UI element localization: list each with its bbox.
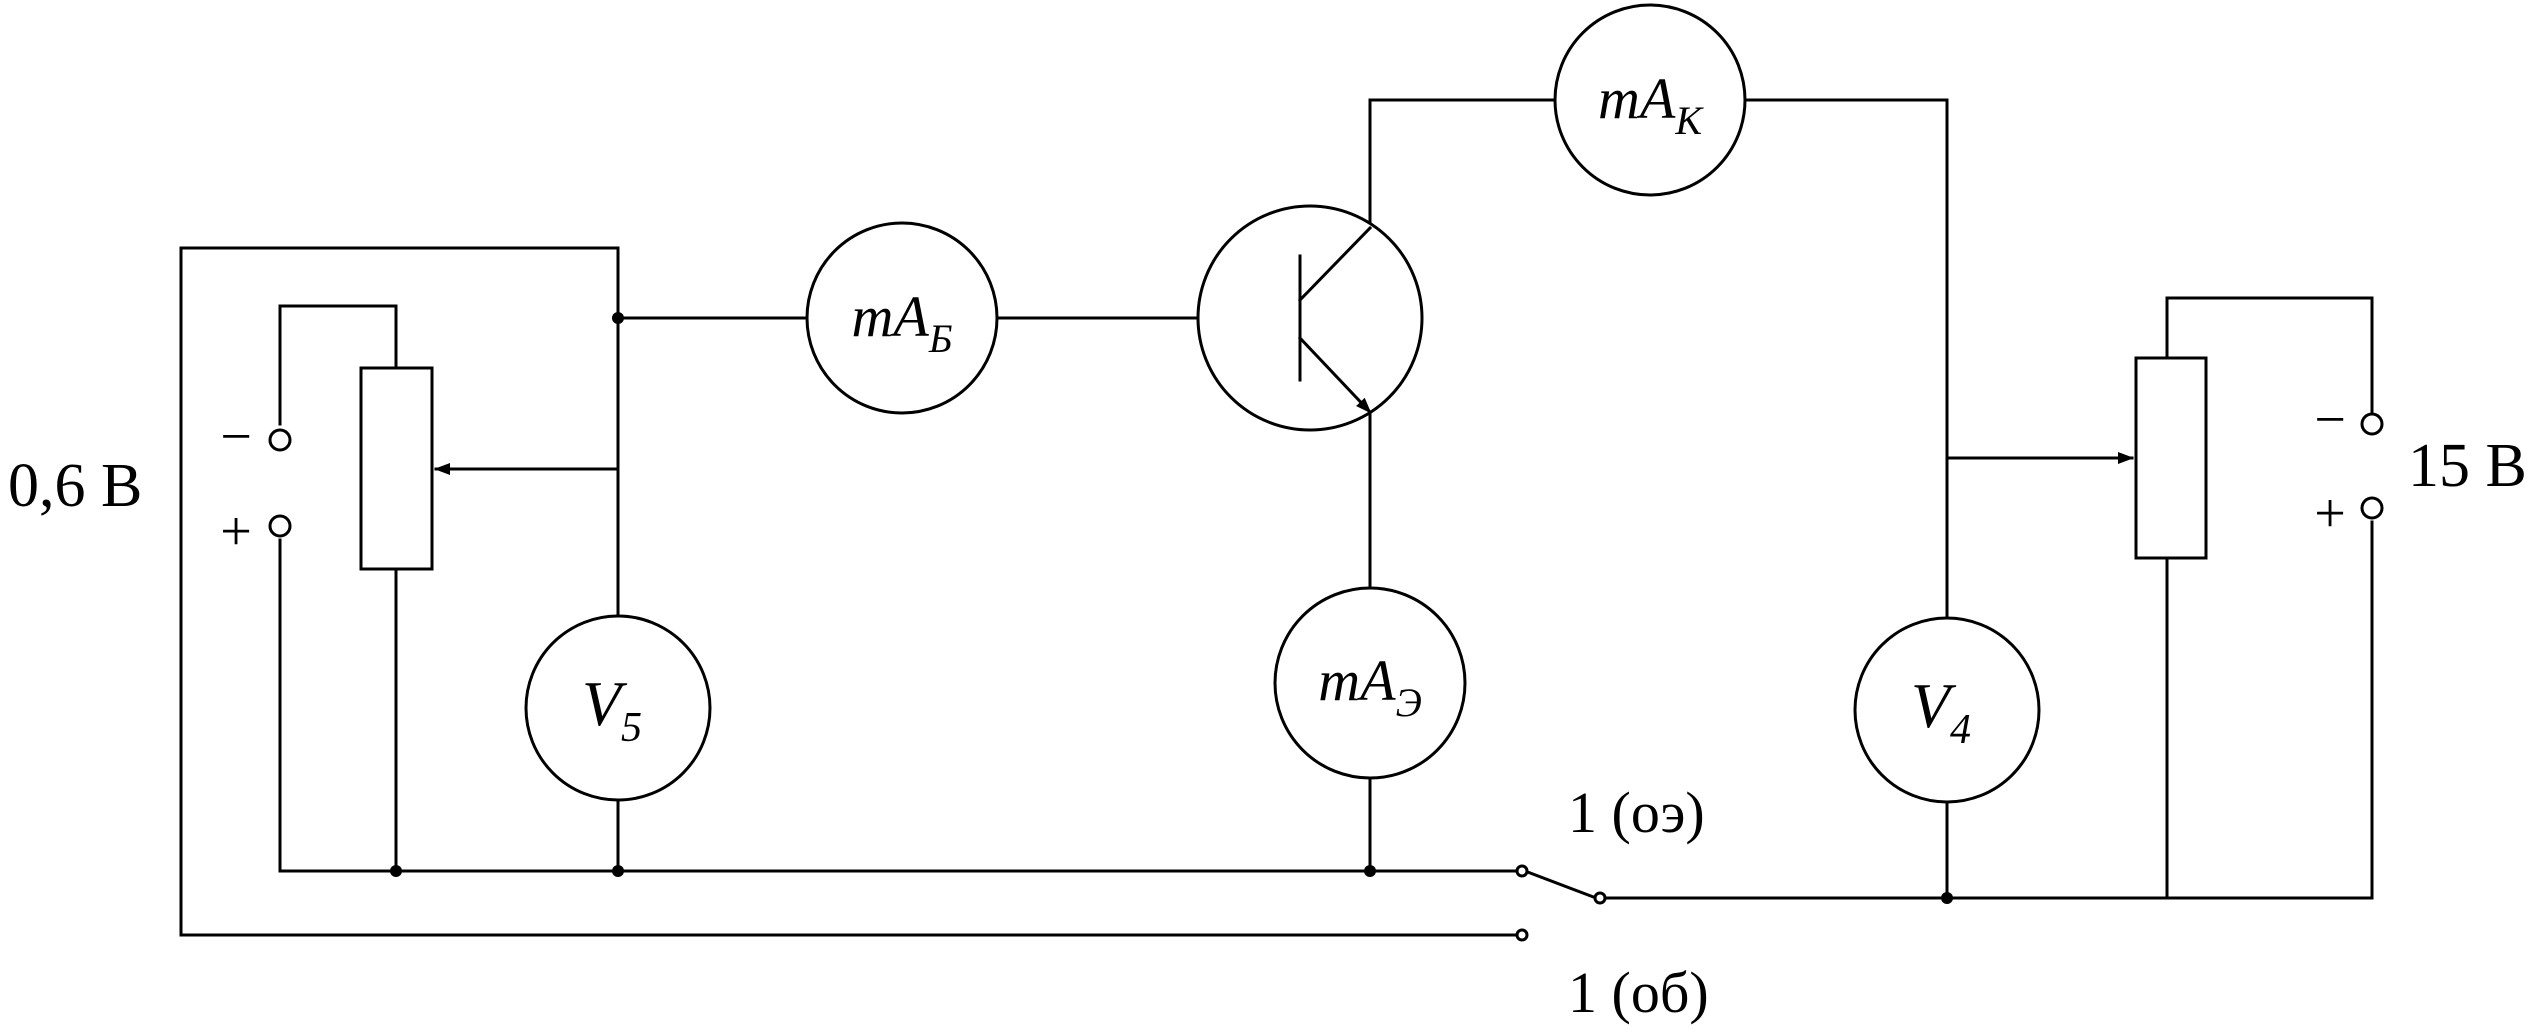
wires [179,98,2374,937]
meter-base-circle [805,221,999,415]
right-source-voltage-label: 15 В [2408,432,2527,500]
junction-emitter-bottom [1364,865,1376,877]
switch-contact-cb [1515,928,1529,942]
meter-base-ma: mAБ [805,221,999,415]
switch-label-cb: 1 (об) [1568,960,1709,1025]
left-minus-sign: − [220,406,252,468]
voltmeter-v4-label: V4 [1911,670,1971,753]
switch-contact-ce [1515,864,1529,878]
transistor-envelope [1196,204,1424,432]
switch-pivot [1593,891,1607,905]
source-terminals [268,412,2384,538]
left-source-plus-terminal [268,514,292,538]
voltmeter-v4: V4 [1853,616,2041,804]
right-plus-sign: + [2314,483,2346,545]
right-minus-sign: − [2314,389,2346,451]
meter-emitter-circle [1273,586,1467,780]
meter-collector-ma: mAК [1553,3,1747,197]
switch-label-ce: 1 (оэ) [1568,780,1705,845]
npn-transistor-icon [1196,204,1424,432]
left-source-voltage-label: 0,6 В [8,452,142,520]
left-source-minus-terminal [268,428,292,452]
wire-outer-loop [179,246,1522,937]
spdt-switch-icon [1515,864,1607,942]
transistor-collector-leg [1297,225,1373,303]
meter-emitter-label: mAЭ [1318,648,1422,725]
wire-switch-blade [1523,869,1598,900]
junction-v5-bottom [612,865,624,877]
voltmeter-v4-circle [1853,616,2041,804]
voltmeter-v5-label: V5 [582,668,642,751]
right-potentiometer-icon [2134,356,2208,560]
junction-v4-bottom [1941,892,1953,904]
right-source-plus-terminal [2360,496,2384,520]
meter-collector-label: mAК [1598,66,1704,143]
wire-right-pot-top [2165,296,2374,417]
junction-dots [390,312,1953,904]
left-potentiometer-icon [359,366,434,571]
left-plus-sign: + [220,501,252,563]
wire-collector-right [1743,98,1949,624]
meter-collector-circle [1553,3,1747,197]
wire-collector-left [1368,98,1557,230]
voltmeter-v5: V5 [524,614,712,802]
right-source-minus-terminal [2360,412,2384,436]
junction-left-pot-bottom [390,865,402,877]
wire-left-pot-top [278,304,398,426]
meter-base-label: mAБ [852,284,953,361]
voltmeter-v5-circle [524,614,712,802]
transistor-emitter-leg [1297,335,1373,415]
meter-emitter-ma: mAЭ [1273,586,1467,780]
junction-base-node [612,312,624,324]
